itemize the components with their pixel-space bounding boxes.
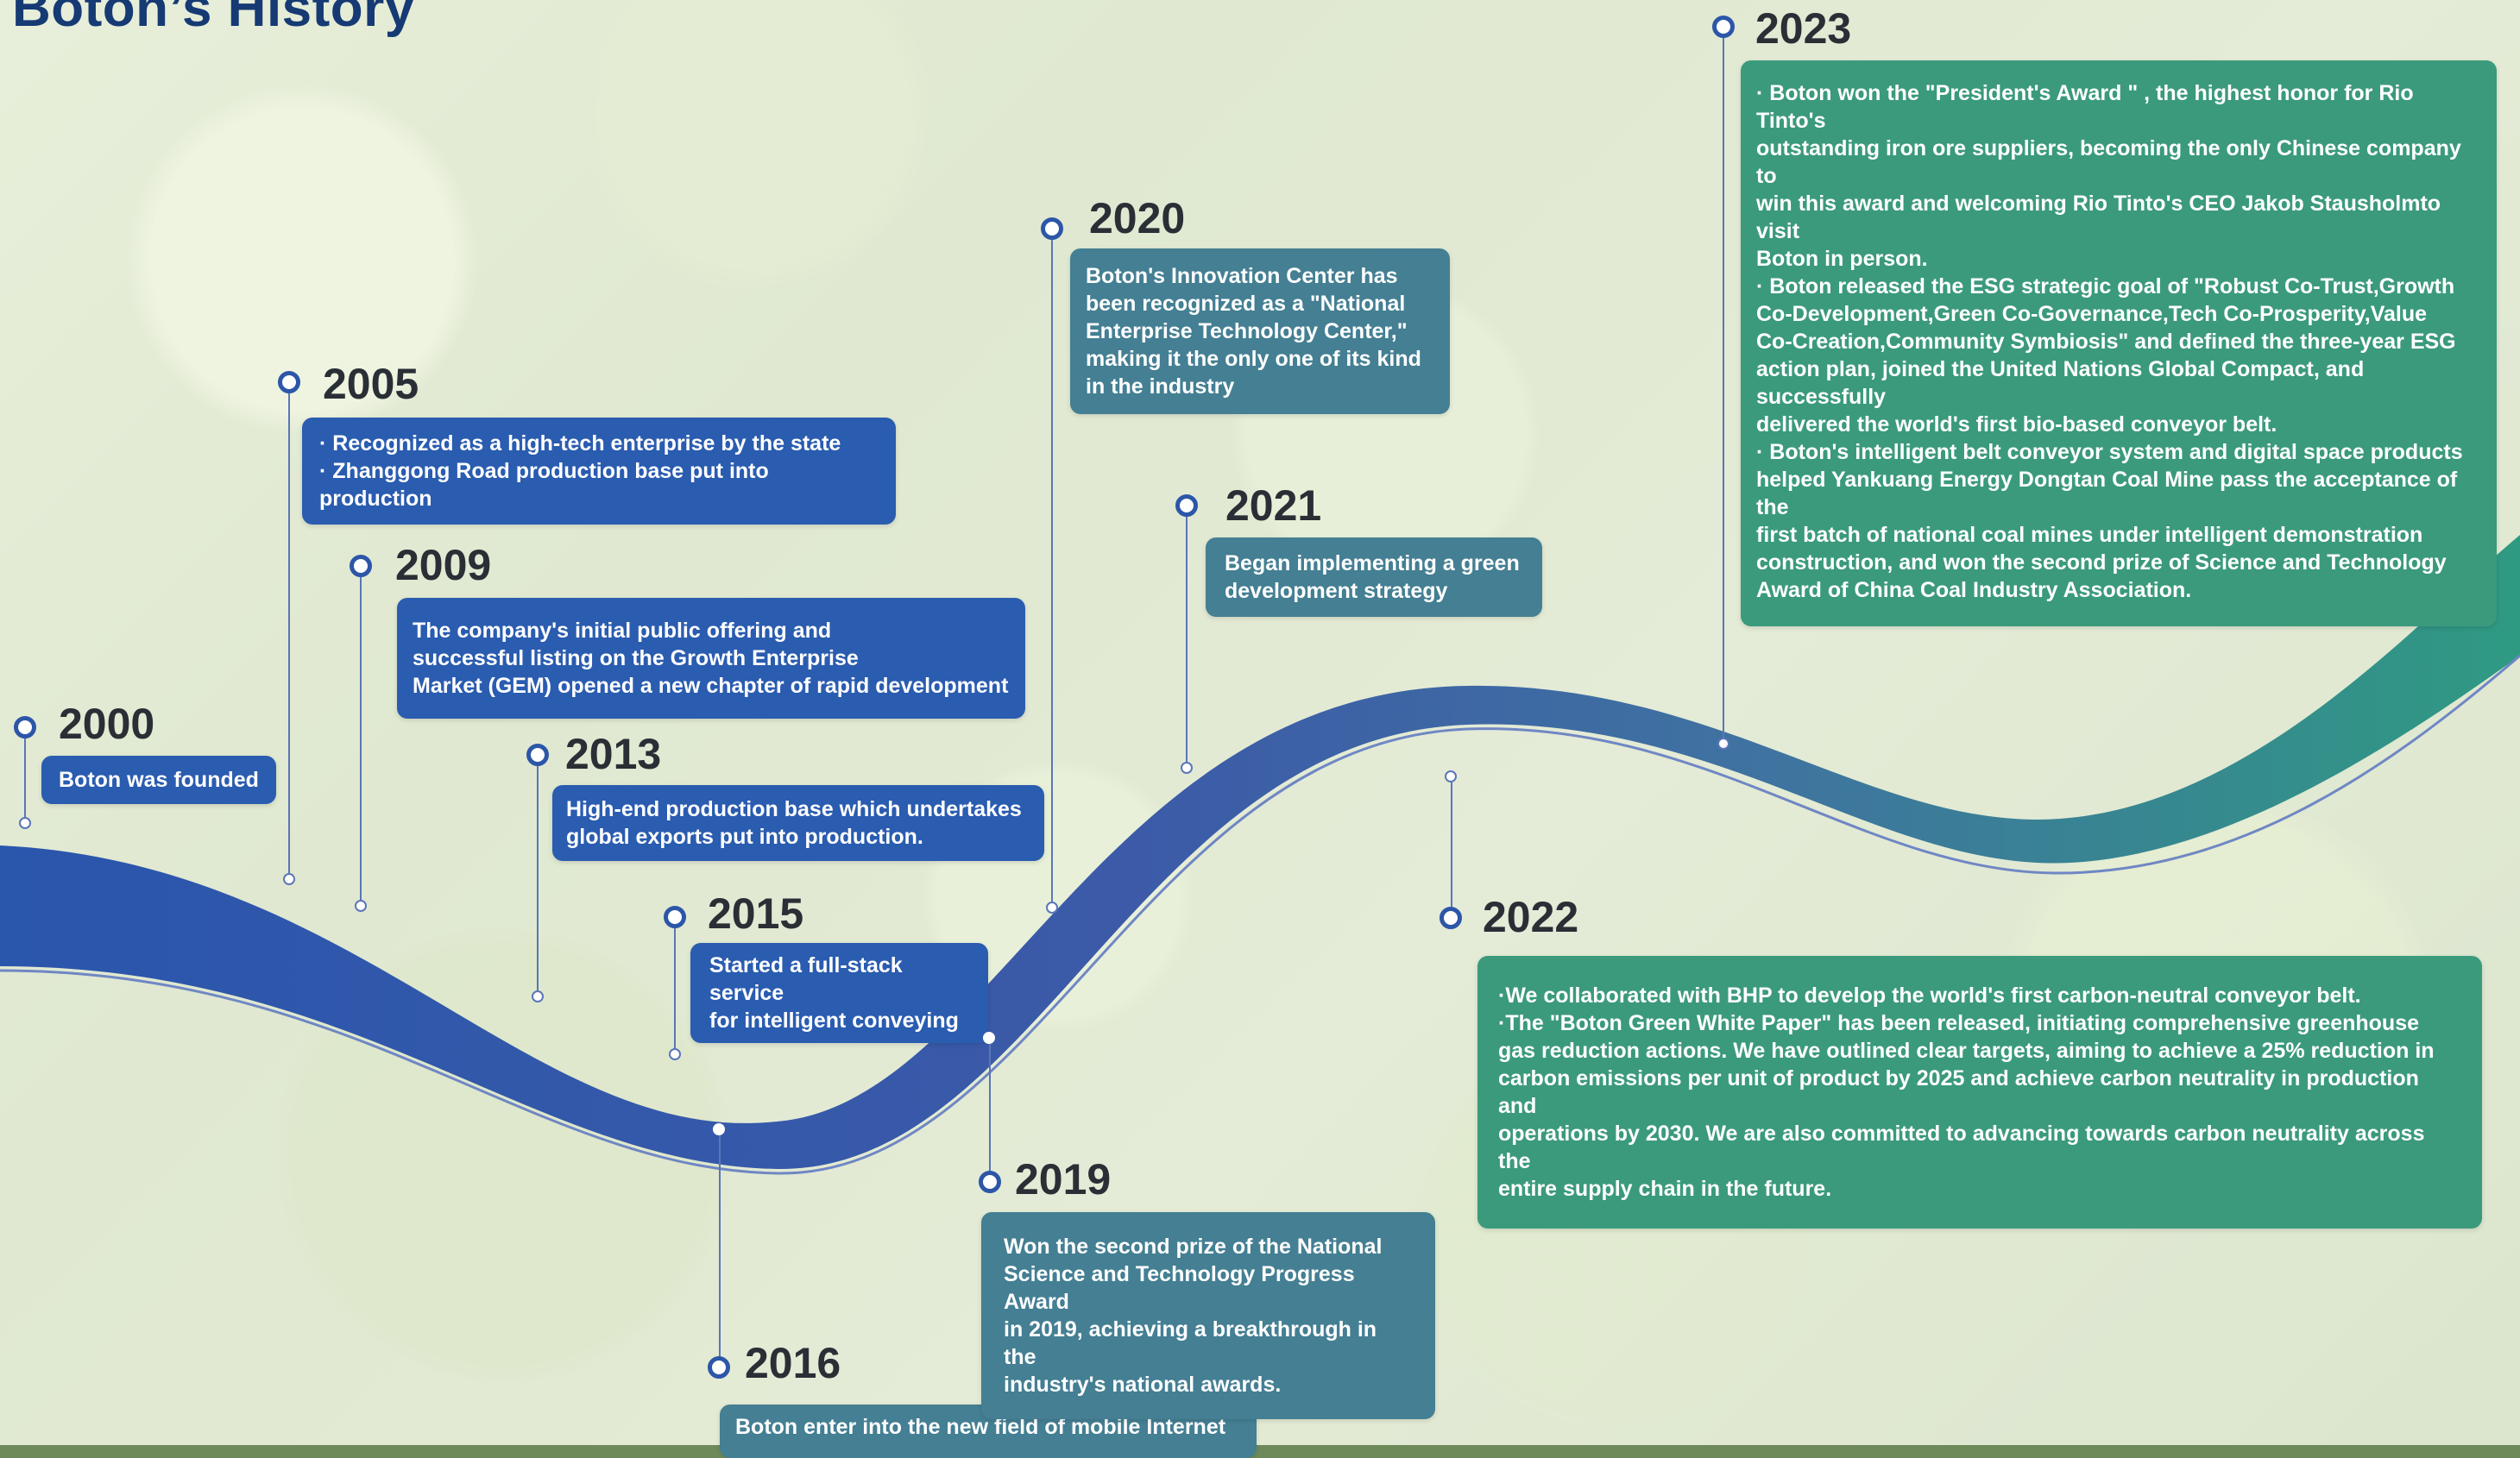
- milestone-text: · Boton released the ESG strategic goal …: [1756, 274, 2455, 299]
- timeline-node: [526, 744, 549, 766]
- milestone-text: Won the second prize of the National: [1004, 1235, 1383, 1259]
- year-label: 2013: [565, 730, 662, 778]
- milestone-card-2015: Started a full-stack service for intelli…: [690, 943, 988, 1043]
- connector-line: [1051, 240, 1053, 904]
- milestone-text: Co-Creation,Community Symbiosis" and def…: [1756, 330, 2456, 354]
- milestone-text: · Boton won the "President's Award " , t…: [1756, 81, 2414, 133]
- milestone-text: first batch of national coal mines under…: [1756, 523, 2423, 547]
- connector-line: [1723, 38, 1724, 742]
- timeline-dot: [1717, 738, 1729, 750]
- year-label: 2020: [1089, 194, 1186, 242]
- milestone-text: construction, and won the second prize o…: [1756, 550, 2447, 575]
- timeline-dot: [1046, 902, 1058, 914]
- year-label: 2005: [323, 360, 419, 408]
- connector-line: [1451, 782, 1452, 907]
- milestone-text: operations by 2030. We are also committe…: [1498, 1122, 2425, 1173]
- milestone-text: development strategy: [1225, 579, 1448, 603]
- milestone-text: Boton's Innovation Center has: [1086, 264, 1398, 288]
- milestone-text: · Boton's intelligent belt conveyor syst…: [1756, 440, 2463, 464]
- timeline-node: [1440, 907, 1462, 929]
- milestone-text: for intelligent conveying: [709, 1009, 959, 1033]
- timeline-node: [979, 1171, 1001, 1193]
- milestone-text: Co-Development,Green Co-Governance,Tech …: [1756, 302, 2428, 326]
- milestone-text: Award of China Coal Industry Association…: [1756, 578, 2192, 602]
- milestone-text: Began implementing a green: [1225, 551, 1520, 575]
- milestone-text: been recognized as a "National: [1086, 292, 1406, 316]
- timeline-node: [350, 555, 372, 577]
- milestone-text: Market (GEM) opened a new chapter of rap…: [413, 674, 1009, 698]
- milestone-card-2020: Boton's Innovation Center has been recog…: [1070, 248, 1450, 414]
- connector-line: [1186, 517, 1188, 767]
- timeline-dot: [1445, 770, 1457, 782]
- milestone-text: Boton was founded: [59, 768, 259, 792]
- milestone-text: successful listing on the Growth Enterpr…: [413, 646, 859, 670]
- year-label: 2019: [1015, 1155, 1112, 1203]
- milestone-card-2019: Won the second prize of the National Sci…: [981, 1212, 1435, 1419]
- year-label: 2022: [1483, 893, 1579, 941]
- year-label: 2000: [59, 700, 155, 748]
- timeline-node: [14, 716, 36, 738]
- page-title: Boton’s History: [12, 0, 415, 38]
- timeline-dot: [983, 1032, 995, 1044]
- timeline-dot: [1181, 762, 1193, 774]
- milestone-text: global exports put into production.: [566, 825, 923, 849]
- milestone-text: helped Yankuang Energy Dongtan Coal Mine…: [1756, 468, 2458, 519]
- milestone-text: industry's national awards.: [1004, 1373, 1282, 1397]
- milestone-text: win this award and welcoming Rio Tinto's…: [1756, 192, 2441, 243]
- milestone-text: ·We collaborated with BHP to develop the…: [1498, 984, 2361, 1008]
- year-label: 2009: [395, 541, 492, 589]
- milestone-card-2023: · Boton won the "President's Award " , t…: [1741, 60, 2497, 626]
- year-label: 2023: [1755, 4, 1852, 53]
- milestone-text: carbon emissions per unit of product by …: [1498, 1066, 2419, 1118]
- connector-line: [719, 1135, 721, 1361]
- year-label: 2015: [708, 889, 804, 938]
- milestone-card-2000: Boton was founded: [41, 756, 276, 804]
- milestone-text: making it the only one of its kind: [1086, 347, 1421, 371]
- milestone-text: The company's initial public offering an…: [413, 619, 832, 643]
- year-label: 2021: [1225, 481, 1322, 530]
- connector-line: [537, 766, 539, 995]
- milestone-text: entire supply chain in the future.: [1498, 1177, 1832, 1201]
- timeline-node: [278, 371, 300, 393]
- timeline-dot: [532, 990, 544, 1002]
- milestone-text: gas reduction actions. We have outlined …: [1498, 1039, 2435, 1063]
- timeline-dot: [283, 873, 295, 885]
- milestone-text: Science and Technology Progress Award: [1004, 1262, 1355, 1314]
- milestone-card-2022: ·We collaborated with BHP to develop the…: [1477, 956, 2482, 1229]
- milestone-text: outstanding iron ore suppliers, becoming…: [1756, 136, 2461, 188]
- timeline-dot: [713, 1123, 725, 1135]
- connector-line: [24, 738, 26, 821]
- timeline-dot: [19, 817, 31, 829]
- year-label: 2016: [745, 1339, 841, 1387]
- timeline-ribbon-band: [0, 535, 2520, 1170]
- milestone-card-2005: · Recognized as a high-tech enterprise b…: [302, 418, 896, 525]
- connector-line: [989, 1044, 991, 1173]
- milestone-text: ·The "Boton Green White Paper" has been …: [1498, 1011, 2420, 1035]
- connector-line: [674, 928, 676, 1053]
- timeline-node: [1712, 16, 1735, 38]
- timeline-ribbon-edge: [0, 654, 2520, 1175]
- milestone-text: · Recognized as a high-tech enterprise b…: [319, 431, 841, 456]
- timeline-node: [664, 906, 686, 928]
- timeline-dot: [355, 900, 367, 912]
- milestone-text: Started a full-stack service: [709, 953, 903, 1005]
- milestone-text: in the industry: [1086, 374, 1235, 399]
- milestone-text: Boton in person.: [1756, 247, 1928, 271]
- milestone-card-2021: Began implementing a green development s…: [1206, 537, 1542, 617]
- timeline-node: [1175, 494, 1198, 517]
- milestone-card-2009: The company's initial public offering an…: [397, 598, 1025, 719]
- milestone-text: Enterprise Technology Center,": [1086, 319, 1408, 343]
- milestone-text: delivered the world's first bio-based co…: [1756, 412, 2277, 437]
- connector-line: [360, 577, 362, 905]
- milestone-text: · Zhanggong Road production base put int…: [319, 459, 769, 511]
- milestone-text: action plan, joined the United Nations G…: [1756, 357, 2365, 409]
- milestone-text: High-end production base which undertake…: [566, 797, 1022, 821]
- timeline-node: [1041, 217, 1063, 240]
- connector-line: [288, 393, 290, 877]
- milestone-card-2013: High-end production base which undertake…: [552, 785, 1044, 861]
- milestone-text: in 2019, achieving a breakthrough in the: [1004, 1317, 1377, 1369]
- timeline-node: [708, 1356, 730, 1379]
- timeline-dot: [669, 1048, 681, 1060]
